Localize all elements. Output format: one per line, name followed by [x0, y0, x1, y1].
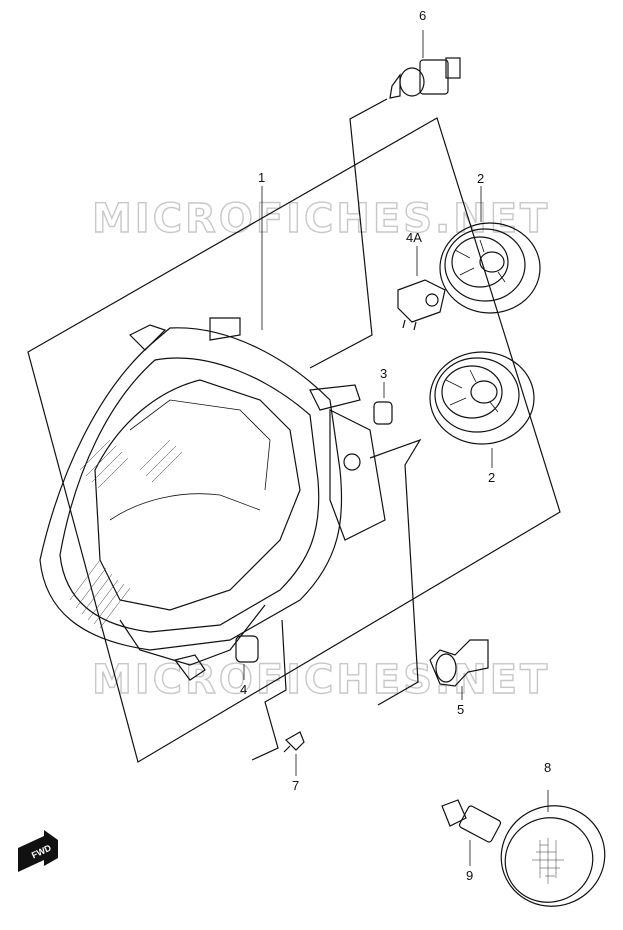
bulb-5-assembly	[429, 639, 489, 700]
callout-5: 5	[457, 702, 464, 717]
callout-1: 1	[258, 170, 265, 185]
callout-4a: 4A	[406, 230, 422, 245]
callout-7: 7	[292, 778, 299, 793]
callout-6: 6	[419, 8, 426, 23]
screw-7-bracket	[251, 619, 287, 761]
watermark-top: MICROFICHES.NET	[92, 196, 550, 242]
callout-2-bottom: 2	[488, 470, 495, 485]
bulb-6-bracket	[309, 98, 388, 369]
cover-2-top	[439, 186, 541, 314]
callout-2-top: 2	[477, 171, 484, 186]
bulb-5-bracket	[369, 438, 422, 706]
callout-9: 9	[466, 868, 473, 883]
assembly-boundary	[27, 117, 561, 763]
socket-4a	[397, 246, 446, 331]
grommet-4	[235, 635, 259, 680]
cover-2-bottom	[429, 351, 535, 468]
callout-8: 8	[544, 760, 551, 775]
lens-8	[500, 790, 606, 907]
bulb-6-assembly	[389, 30, 461, 99]
callout-4: 4	[240, 682, 247, 697]
housing-hatching	[69, 439, 183, 629]
bulb-9	[441, 799, 502, 866]
screw-7	[283, 731, 305, 776]
grommet-3	[373, 382, 393, 425]
callout-3: 3	[380, 366, 387, 381]
headlight-housing	[39, 317, 386, 681]
watermark-bottom: MICROFICHES.NET	[92, 657, 550, 703]
fwd-arrow-icon: FWD	[18, 830, 58, 872]
